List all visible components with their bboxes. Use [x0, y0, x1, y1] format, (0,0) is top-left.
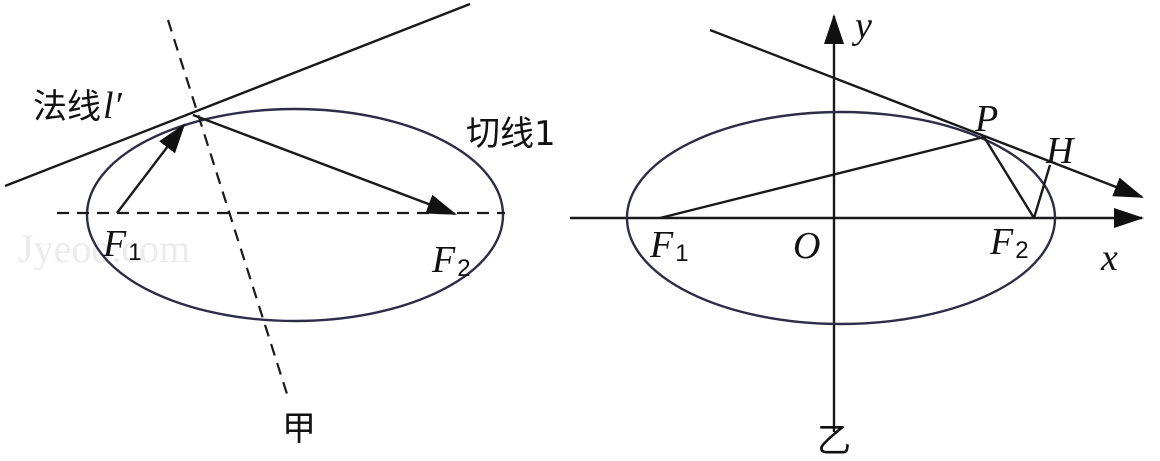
left-focus-f1-label: F1: [102, 223, 142, 266]
normal-line-dashed: [166, 19, 289, 395]
left-f2-letter: F: [431, 239, 456, 281]
incident-ray-arrow: [116, 123, 186, 214]
left-ellipse: [85, 107, 505, 323]
point-p-label: P: [974, 98, 998, 140]
right-f1-letter: F: [649, 224, 674, 266]
segment-p-f2: [982, 136, 1036, 219]
right-f1-subscript: 1: [675, 240, 688, 267]
left-focus-f2-label: F2: [431, 239, 471, 282]
right-ellipse: [625, 110, 1057, 326]
left-f2-subscript: 2: [457, 255, 470, 282]
left-f1-subscript: 1: [128, 239, 141, 266]
tangent-line-label: 切线1: [466, 114, 556, 154]
segment-f2-h: [1032, 164, 1052, 219]
right-figure: y x O P H F1 F2 乙: [570, 5, 1144, 461]
segment-f1-p: [659, 135, 985, 220]
right-figure-caption: 乙: [817, 421, 851, 461]
y-axis-label: y: [851, 5, 872, 47]
right-f2-subscript: 2: [1015, 237, 1028, 264]
watermark: Jyeoo.com: [18, 226, 190, 271]
left-f1-letter: F: [102, 223, 127, 265]
origin-label: O: [793, 225, 820, 267]
tangent-line: [4, 2, 471, 188]
left-figure-caption: 甲: [282, 409, 316, 449]
normal-line-label: 法线l′: [33, 85, 123, 127]
left-figure: 法线l′ 切线1 F1 F2 甲: [4, 2, 556, 449]
normal-label-text: 法线: [33, 87, 101, 127]
x-axis-label: x: [1100, 237, 1118, 279]
point-h-label: H: [1045, 130, 1076, 172]
normal-symbol: l′: [103, 85, 123, 127]
right-focus-f2-label: F2: [989, 221, 1029, 264]
right-focus-f1-label: F1: [649, 224, 689, 267]
reflected-ray-arrow: [192, 113, 457, 216]
right-f2-letter: F: [989, 221, 1014, 263]
right-tangent-line: [709, 28, 1144, 199]
